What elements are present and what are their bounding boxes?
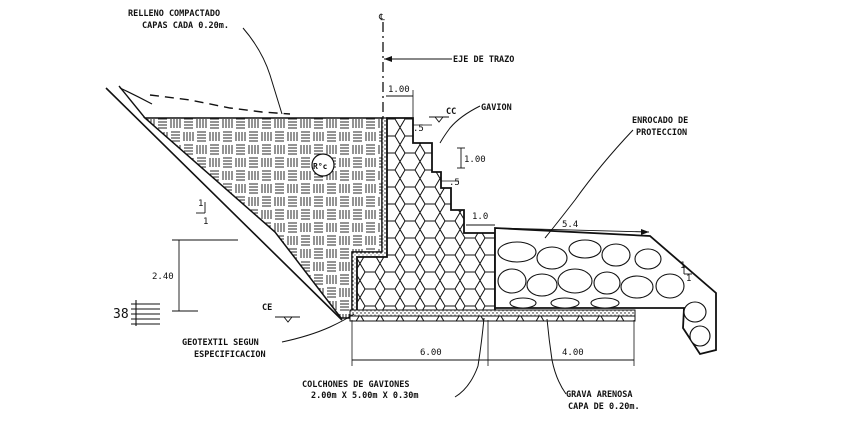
centerline-symbol: ℄ bbox=[378, 13, 385, 23]
rc-label: R°c bbox=[313, 162, 328, 171]
dim-rock-width: 5.4 bbox=[562, 220, 578, 230]
cc-label: CC bbox=[446, 107, 456, 117]
dim-rock-line bbox=[494, 227, 650, 233]
eje-arrow bbox=[384, 56, 392, 62]
slope-left-2: 1 bbox=[203, 217, 208, 227]
ce-label: CE bbox=[262, 303, 272, 313]
gabion-mattress bbox=[349, 309, 636, 317]
slope-right-2: 1 bbox=[686, 274, 691, 284]
geotextil-leader bbox=[281, 313, 355, 343]
dim-fill-height: 2.40 bbox=[152, 272, 174, 282]
gabion-wall bbox=[356, 117, 496, 319]
enrocado-label-line2: PROTECCION bbox=[636, 128, 687, 138]
dim-step-offset: 1.0 bbox=[472, 212, 488, 222]
grava-leader bbox=[546, 318, 567, 395]
compacted-fill bbox=[143, 117, 383, 319]
rc-circle bbox=[311, 153, 335, 177]
level-38-hatch bbox=[131, 300, 160, 326]
eje-label: EJE DE TRAZO bbox=[453, 55, 514, 65]
top-fill-curve bbox=[119, 87, 153, 105]
dim-base-6: 6.00 bbox=[420, 348, 442, 358]
enrocado-leader bbox=[544, 129, 634, 239]
natural-slope bbox=[105, 87, 343, 321]
dim-step-height: 1.00 bbox=[464, 155, 486, 165]
slope-top-line bbox=[118, 85, 146, 119]
dim-base-4: 4.00 bbox=[562, 348, 584, 358]
existing-ground-dashed bbox=[149, 94, 291, 115]
cc-level-marker bbox=[434, 116, 444, 123]
relleno-label-line2: CAPAS CADA 0.20m. bbox=[142, 21, 229, 31]
gravel-layer bbox=[349, 315, 636, 322]
geotextil-label-line2: ESPECIFICACION bbox=[194, 350, 266, 360]
grava-label-line1: GRAVA ARENOSA bbox=[566, 390, 633, 400]
geotextil-label-line1: GEOTEXTIL SEGUN bbox=[182, 338, 259, 348]
enrocado-label-line1: ENROCADO DE bbox=[632, 116, 688, 126]
relleno-leader bbox=[242, 27, 283, 115]
slope-right-1: 1 bbox=[680, 261, 685, 271]
dim-step-a: .5 bbox=[413, 124, 424, 134]
riprap-stones bbox=[497, 239, 711, 347]
gavion-label: GAVION bbox=[481, 103, 512, 113]
dim-rock-arrow bbox=[641, 229, 649, 235]
dim-step-b: .5 bbox=[449, 178, 460, 188]
grava-label-line2: CAPA DE 0.20m. bbox=[568, 402, 640, 412]
gavion-leader bbox=[439, 105, 481, 144]
relleno-label-line1: RELLENO COMPACTADO bbox=[128, 9, 220, 19]
slope-left-1: 1 bbox=[198, 199, 203, 209]
colchones-label-line2: 2.00m X 5.00m X 0.30m bbox=[311, 391, 418, 401]
level-38-label: 38 bbox=[113, 307, 129, 322]
dim-top-width: 1.00 bbox=[388, 85, 410, 95]
colchones-leader bbox=[454, 317, 485, 398]
colchones-label-line1: COLCHONES DE GAVIONES bbox=[302, 380, 409, 390]
ce-level-marker bbox=[283, 316, 293, 323]
